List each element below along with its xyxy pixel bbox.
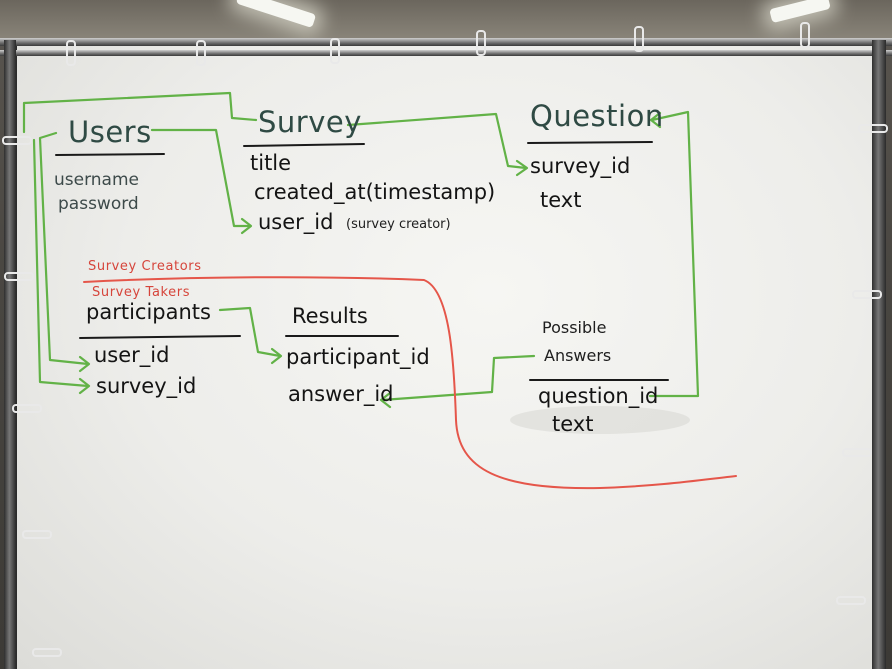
arrow-survey-question: [346, 112, 528, 170]
left-post: [4, 40, 16, 669]
users-field-username: username: [54, 170, 139, 190]
right-post: [872, 40, 886, 669]
users-field-password: password: [58, 194, 139, 214]
answers-title-line2: Answers: [544, 346, 612, 365]
underline-participants: [79, 335, 241, 339]
red-boundary-line: [83, 276, 737, 490]
eraser-smudge: [510, 406, 690, 434]
participants-title: participants: [86, 300, 211, 324]
answers-title-line1: Possible: [542, 318, 607, 337]
underline-question: [527, 141, 653, 144]
upper-rail: [0, 50, 892, 56]
survey-title: Survey: [258, 105, 362, 139]
arrow-answers-results: [380, 354, 536, 402]
binder-clip: [634, 26, 644, 52]
survey-field-title: title: [250, 151, 292, 175]
binder-clip: [852, 290, 882, 299]
top-rail: [0, 38, 892, 46]
underline-users: [55, 153, 165, 156]
question-title: Question: [530, 99, 664, 133]
results-title: Results: [292, 304, 368, 328]
arrow-users-survey: [22, 91, 258, 134]
binder-clip: [66, 40, 76, 66]
answers-field-question-id: question_id: [538, 384, 659, 408]
label-survey-creators: Survey Creators: [88, 259, 202, 274]
binder-clip: [32, 648, 62, 657]
participants-field-survey-id: survey_id: [96, 374, 197, 398]
results-field-answer-id: answer_id: [288, 382, 394, 406]
arrow-participants-results: [218, 306, 282, 358]
binder-clip: [12, 404, 42, 413]
label-survey-takers: Survey Takers: [92, 285, 191, 300]
participants-field-user-id: user_id: [94, 343, 170, 367]
binder-clip: [858, 124, 888, 133]
binder-clip: [476, 30, 486, 56]
underline-survey: [243, 143, 365, 147]
arrow-answers-question: [648, 110, 700, 398]
arrow-users-userid: [150, 128, 252, 228]
users-title: Users: [68, 115, 152, 149]
survey-user-id-note: (survey creator): [346, 217, 451, 232]
binder-clip: [800, 22, 810, 48]
binder-clip: [842, 448, 872, 457]
binder-clip: [836, 596, 866, 605]
answers-field-text: text: [552, 412, 594, 436]
whiteboard: [14, 42, 879, 669]
arrow-users-participants-userid: [38, 131, 90, 366]
binder-clip: [196, 40, 206, 66]
binder-clip: [330, 38, 340, 64]
binder-clip: [22, 530, 52, 539]
results-field-participant-id: participant_id: [286, 345, 430, 369]
question-field-text: text: [540, 188, 582, 212]
binder-clip: [2, 136, 32, 145]
survey-field-created-at: created_at(timestamp): [254, 180, 496, 204]
binder-clip: [4, 272, 34, 281]
arrow-users-participants-surveyid: [32, 138, 90, 388]
survey-field-user-id: user_id: [258, 210, 334, 234]
ceiling: [0, 0, 892, 40]
question-field-survey-id: survey_id: [530, 154, 631, 178]
